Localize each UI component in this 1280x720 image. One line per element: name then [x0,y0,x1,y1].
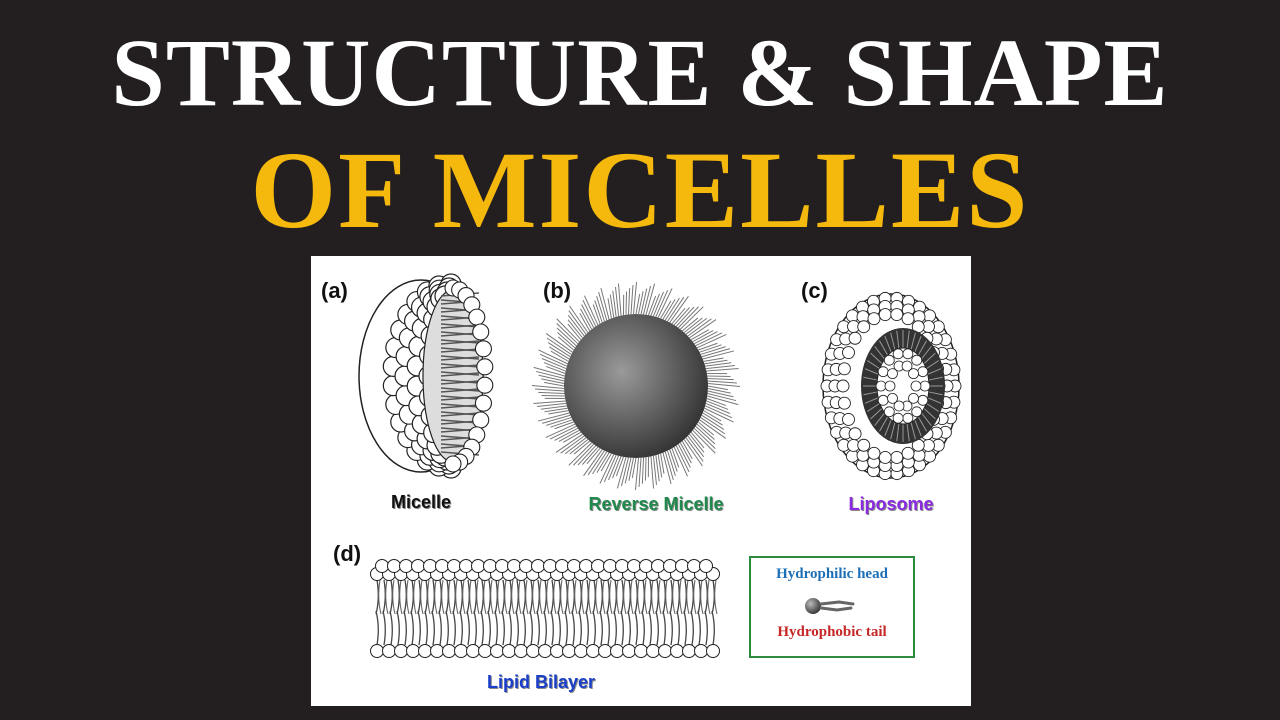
title-line-2: OF MICELLES [250,129,1030,251]
micelle-structures-figure [358,273,962,658]
reverse-micelle-illustration [531,281,741,491]
caption-liposome: Liposome [848,494,934,514]
caption-lipid-bilayer: Lipid Bilayer [486,672,596,692]
panel-label-a: (a) [321,278,348,303]
lipid-bilayer-illustration [370,559,720,658]
micelle-illustration [358,273,494,479]
legend-hydrophobic-tail: Hydrophobic tail [777,624,887,640]
liposome-illustration [820,291,962,481]
caption-micelle: Micelle [390,492,452,512]
figure-panel: (a) (b) (c) (d) Micelle Reverse Micelle … [311,256,971,706]
panel-label-c: (c) [801,278,828,303]
legend-hydrophilic-head: Hydrophilic head [776,566,888,582]
panel-label-d: (d) [333,541,362,566]
panel-label-b: (b) [543,278,572,303]
phospholipid-molecule-icon [805,598,855,614]
legend-box: Hydrophilic head Hydrophobic tail [749,556,915,658]
caption-reverse-micelle: Reverse Micelle [588,494,724,514]
title-line-1: STRUCTURE & SHAPE [111,19,1169,126]
